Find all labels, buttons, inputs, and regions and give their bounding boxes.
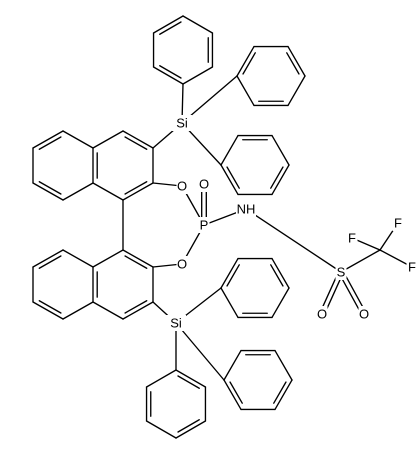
- atom-label-background: [346, 230, 358, 246]
- upper-si-phenyl-b-bond: [236, 45, 255, 77]
- atom-label-background: [358, 306, 370, 322]
- upper-si-phenyl-c-double-bond: [226, 166, 240, 189]
- upper-naphthalene-bond: [92, 130, 124, 149]
- atom-label-background: [335, 264, 347, 280]
- lower-si-phenyl-b-bond: [223, 349, 242, 381]
- atom-label-background: [392, 215, 404, 231]
- atom-label-f-2: F: [394, 216, 402, 231]
- lower-naphthalene-double-bond: [124, 300, 148, 314]
- lower-si-phenyl-a-bond: [220, 287, 239, 319]
- atom-label-o-sulfonyl-1: O: [317, 307, 327, 322]
- lower-si-phenyl-b-bond: [274, 379, 293, 411]
- atom-label-background: [172, 115, 192, 131]
- sulfonyl-double-bond: [342, 270, 367, 314]
- upper-naphthalene-bond: [92, 182, 124, 201]
- sulfonyl-double-bond: [338, 272, 363, 316]
- lower-naphthalene-bond: [122, 249, 154, 268]
- atom-label-o-sulfonyl-2: O: [359, 307, 369, 322]
- upper-si-phenyl-b-bond: [287, 75, 306, 107]
- upper-naphthalene-bond: [62, 182, 94, 201]
- atom-label-o-upper: O: [177, 179, 187, 194]
- upper-naphthalene-bond: [122, 182, 154, 201]
- upper-si-phenyl-a-double-bond: [159, 65, 182, 79]
- atom-label-o-phosphoryl: O: [199, 177, 209, 192]
- atom-label-si-upper: Si: [176, 116, 188, 131]
- lower-si-phenyl-c-bond: [145, 369, 177, 388]
- lower-si-phenyl-c-double-bond: [177, 375, 200, 389]
- upper-si-phenyl-c-bond: [271, 134, 290, 166]
- lower-naphthalene-bond: [32, 301, 64, 320]
- upper-si-phenyl-a-bond: [182, 66, 214, 85]
- atom-label-background: [176, 178, 188, 194]
- lower-naphthalene-double-bond: [38, 255, 62, 269]
- lower-naphthalene-bond: [92, 249, 124, 268]
- upper-si-phenyl-a-double-bond: [159, 21, 182, 35]
- upper-si-phenyl-b-double-bond: [242, 52, 256, 75]
- upper-si-phenyl-b-bond: [287, 45, 306, 77]
- lower-naphthalene-bond: [122, 301, 154, 320]
- upper-naphthalene-bond: [62, 130, 94, 149]
- lower-si-phenyl-c-bond: [145, 420, 177, 439]
- silicon-phenyl-bond: [175, 322, 225, 381]
- lower-si-phenyl-b-double-bond: [273, 381, 287, 404]
- nitrogen-sulfur-bond: [245, 208, 342, 273]
- atom-label-o-lower: O: [177, 257, 187, 272]
- atom-label-background: [316, 306, 328, 322]
- upper-si-phenyl-a-bond: [182, 15, 214, 34]
- upper-si-phenyl-a-bond: [152, 66, 184, 85]
- atom-label-background: [198, 217, 210, 233]
- lower-si-phenyl-b-bond: [274, 349, 293, 381]
- upper-naphthalene-double-bond: [38, 136, 62, 150]
- lower-naphthalene-bond: [62, 249, 94, 268]
- lower-si-phenyl-a-bond: [271, 257, 290, 289]
- lower-si-phenyl-a-bond: [271, 287, 290, 319]
- upper-si-phenyl-c-bond: [271, 164, 290, 196]
- lower-si-phenyl-b-bond: [223, 379, 242, 411]
- upper-naphthalene-double-bond: [38, 181, 62, 195]
- lower-si-phenyl-a-double-bond: [270, 264, 284, 287]
- lower-naphthalene-bond: [62, 301, 94, 320]
- atom-label-nh: NH: [237, 202, 256, 217]
- upper-naphthalene-bond: [32, 130, 64, 149]
- lower-si-phenyl-a-bond: [220, 257, 239, 289]
- lower-naphthalene-bond: [92, 301, 124, 320]
- lower-si-phenyl-c-bond: [175, 420, 207, 439]
- sulfur-carbon-bond: [340, 249, 381, 273]
- upper-si-phenyl-c-bond: [220, 134, 239, 166]
- atom-label-background: [236, 201, 256, 217]
- upper-si-phenyl-a-bond: [152, 15, 184, 34]
- atom-label-background: [176, 256, 188, 272]
- upper-si-phenyl-b-bond: [236, 75, 255, 107]
- upper-si-phenyl-b-double-bond: [286, 52, 300, 75]
- upper-naphthalene-double-bond: [124, 136, 148, 150]
- upper-naphthalene-bond: [32, 182, 64, 201]
- lower-si-phenyl-a-double-bond: [226, 264, 240, 287]
- atom-label-si-lower: Si: [170, 316, 182, 331]
- upper-si-phenyl-c-double-bond: [270, 166, 284, 189]
- atom-label-f-1: F: [348, 231, 356, 246]
- lower-naphthalene-double-bond: [124, 255, 148, 269]
- atom-label-background: [198, 176, 210, 192]
- atom-label-p: P: [200, 218, 209, 233]
- atom-label-background: [406, 259, 418, 275]
- atom-label-f-3: F: [408, 260, 416, 275]
- atom-label-background: [166, 315, 186, 331]
- lower-si-phenyl-b-double-bond: [229, 381, 243, 404]
- lower-si-phenyl-c-bond: [175, 369, 207, 388]
- lower-si-phenyl-c-double-bond: [177, 419, 200, 433]
- upper-naphthalene-double-bond: [124, 181, 148, 195]
- bond-lines: [32, 15, 413, 439]
- upper-naphthalene-bond: [122, 130, 154, 149]
- upper-si-phenyl-c-bond: [220, 164, 239, 196]
- atom-label-s: S: [337, 265, 346, 280]
- lower-naphthalene-double-bond: [38, 300, 62, 314]
- lower-naphthalene-bond: [32, 249, 64, 268]
